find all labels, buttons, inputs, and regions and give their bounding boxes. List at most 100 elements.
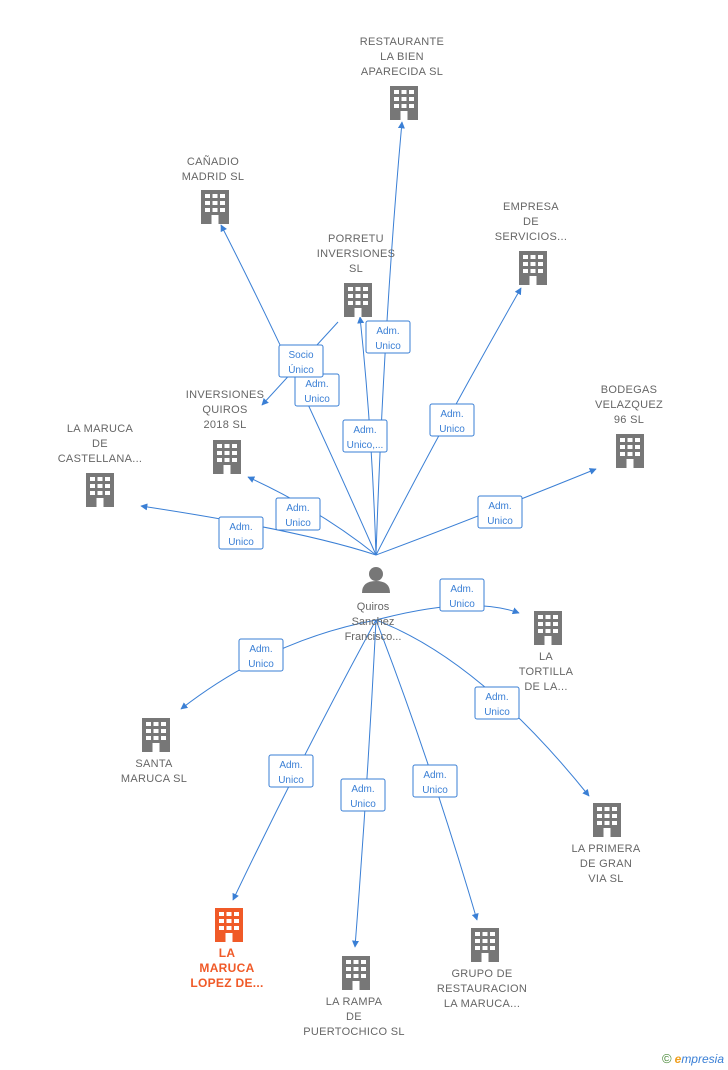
edge-label-text: Unico <box>439 424 465 435</box>
node-label: BODEGAS <box>601 384 658 396</box>
node-label: CAÑADIO <box>187 155 239 168</box>
person-label: Quiros <box>357 601 390 613</box>
node-restaurante-la-bien-aparecida[interactable]: RESTAURANTE LA BIEN APARECIDA SL <box>360 36 444 120</box>
edge-label-text: Adm. <box>488 501 511 512</box>
edge-label-box <box>477 495 523 529</box>
building-icon <box>201 190 229 224</box>
edge-label-text: Unico <box>484 707 510 718</box>
node-empresa-de-servicios[interactable]: EMPRESA DE SERVICIOS... <box>495 201 567 285</box>
building-icon <box>142 718 170 752</box>
edge-la-primera-de-gran-via[interactable] <box>375 619 590 797</box>
edge-label-la-tortilla-de-la[interactable]: Adm. Unico <box>439 578 485 612</box>
nodes-layer: RESTAURANTE LA BIEN APARECIDA SL CAÑADIOMAD… <box>58 36 663 1038</box>
edge-label-porretu-inversiones[interactable]: Adm. Unico,... <box>342 419 388 453</box>
edge-label-box <box>429 403 475 437</box>
brand-initial: e <box>674 1052 682 1066</box>
edge-label-text: Adm. <box>353 425 376 436</box>
person-icon <box>362 567 390 593</box>
edge-label-text: Unico <box>487 516 513 527</box>
node-label: RESTAURANTE <box>360 36 444 48</box>
edge-label-text: Único <box>288 363 314 376</box>
edge-label-text: Adm. <box>279 760 302 771</box>
edge-label-box <box>365 320 411 354</box>
building-icon <box>86 473 114 507</box>
node-label: DE GRAN <box>580 858 632 870</box>
building-icon <box>519 251 547 285</box>
node-label: INVERSIONES <box>186 389 265 401</box>
edge-label-box <box>439 578 485 612</box>
building-icon <box>593 803 621 837</box>
node-label: MARUCA SL <box>121 773 187 785</box>
node-santa-maruca[interactable]: SANTA MARUCA SL <box>121 718 187 785</box>
node-label: LA MARUCA <box>67 423 134 435</box>
edge-label-text: Unico <box>248 659 274 670</box>
node-label: 2018 SL <box>203 419 246 431</box>
center-person[interactable]: QuirosSanchezFrancisco... <box>345 567 402 643</box>
building-icon <box>213 440 241 474</box>
edge-label-box <box>278 344 324 378</box>
person-label: Sanchez <box>352 616 395 628</box>
edge-label-box <box>342 419 388 453</box>
edge-labels-layer: Adm.UnicoAdm.UnicoAdm.UnicoAdm.Unico,...… <box>218 320 523 812</box>
edge-label-text: Unico <box>228 537 254 548</box>
node-label: EMPRESA <box>503 201 559 213</box>
node-label: INVERSIONES <box>317 248 396 260</box>
node-label: PORRETU <box>328 233 384 245</box>
node-label: PUERTOCHICO SL <box>303 1026 405 1038</box>
copyright-symbol: © <box>662 1051 672 1066</box>
edge-label-box <box>275 497 321 531</box>
edge-label-text: Unico <box>350 799 376 810</box>
edge-label-la-primera-de-gran-via[interactable]: Adm. Unico <box>474 686 520 720</box>
footer-brand[interactable]: ©empresia <box>662 1051 724 1066</box>
node-label: MARUCA <box>199 961 254 975</box>
edge-label-text: Adm. <box>305 379 328 390</box>
node-label: LA BIEN <box>380 51 424 63</box>
edge-label-canadio-madrid[interactable]: Adm. Unico <box>294 373 340 407</box>
building-icon <box>471 928 499 962</box>
edge-label-box <box>238 638 284 672</box>
node-label: LA RAMPA <box>326 996 383 1008</box>
edge-label-box <box>340 778 386 812</box>
edge-label-text: Adm. <box>249 644 272 655</box>
node-label: SANTA <box>135 758 173 770</box>
edge-label-inversiones-quiros-2018[interactable]: Adm.Unico <box>275 497 321 531</box>
edge-label-grupo-de-restauracion-la-maruca[interactable]: Adm.Unico <box>412 764 458 798</box>
node-label: DE <box>346 1011 362 1023</box>
node-label: APARECIDA SL <box>361 66 443 78</box>
edge-label-santa-maruca[interactable]: Adm. Unico <box>238 638 284 672</box>
node-label: SERVICIOS... <box>495 231 567 243</box>
edge-label-bodegas-velazquez-96[interactable]: Adm. Unico <box>477 495 523 529</box>
edge-label-text: Adm. <box>450 584 473 595</box>
node-la-maruca-de-castellana[interactable]: LA MARUCADECASTELLANA... <box>58 423 143 507</box>
edge-label-text: Unico <box>375 341 401 352</box>
node-la-rampa-de-puertochico[interactable]: LA RAMPA DE PUERTOCHICO SL <box>303 956 405 1038</box>
building-icon <box>390 86 418 120</box>
edge-label-text: Unico <box>304 394 330 405</box>
node-label: LA PRIMERA <box>571 843 640 855</box>
node-label: VELAZQUEZ <box>595 399 663 411</box>
edge-label-text: Unico <box>449 599 475 610</box>
edge-label-la-rampa-de-puertochico[interactable]: Adm.Unico <box>340 778 386 812</box>
edge-label-la-maruca-de-castellana[interactable]: Adm.Unico <box>218 516 264 550</box>
edge-label-text: Unico <box>285 518 311 529</box>
edge-label-box <box>474 686 520 720</box>
person-label: Francisco... <box>345 631 402 643</box>
edge-label-text: Unico <box>422 785 448 796</box>
edge-label-restaurante-la-bien-aparecida[interactable]: Adm.Unico <box>365 320 411 354</box>
node-label: LA MARUCA... <box>444 998 520 1010</box>
node-label: DE <box>523 216 539 228</box>
edge-label-empresa-de-servicios[interactable]: Adm.Unico <box>429 403 475 437</box>
edge-label-text: Unico,... <box>347 440 384 451</box>
edge-label-text: Adm. <box>485 692 508 703</box>
edge-label-la-maruca-lopez-de[interactable]: Adm.Unico <box>268 754 314 788</box>
